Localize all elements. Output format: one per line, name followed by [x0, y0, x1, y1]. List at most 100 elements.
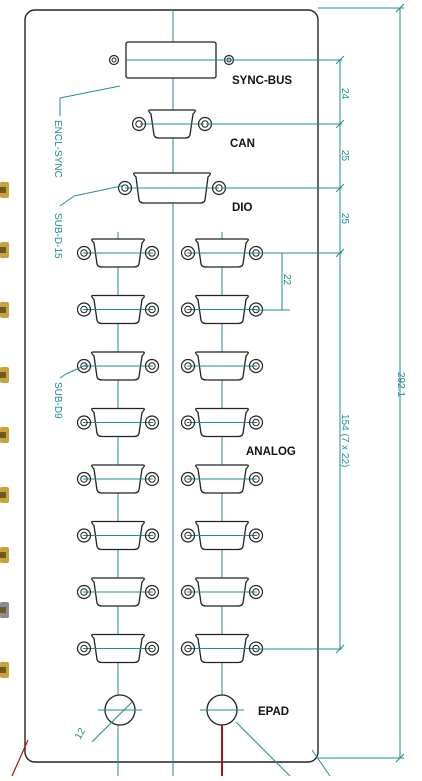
callout-encl-sync: ENCL-SYNC — [52, 120, 63, 178]
tick — [335, 644, 345, 654]
screw-inner — [184, 362, 192, 370]
panel-outline — [24, 9, 319, 763]
screw-outer — [144, 584, 160, 600]
photo-connector-pin — [0, 432, 6, 438]
analog-connector-right — [180, 407, 264, 438]
analog-connector-left — [76, 238, 160, 268]
analog-connector-left — [76, 577, 160, 607]
leader-sub-d-15-b — [59, 195, 75, 207]
sync-bus-connector — [108, 41, 235, 79]
dimension-lines — [59, 3, 405, 777]
leader-corner — [311, 749, 331, 777]
screw-inner — [252, 588, 260, 596]
analog-connector-right — [180, 464, 264, 494]
tick — [335, 248, 345, 258]
tick — [335, 119, 345, 129]
analog-connector-left — [76, 294, 160, 325]
photo-connector — [0, 662, 9, 678]
photo-connector-pin — [0, 492, 6, 498]
analog-connector-right — [180, 577, 264, 607]
screw-outer — [76, 415, 92, 430]
screw-outer — [180, 528, 196, 543]
screw-inner — [184, 305, 192, 314]
callout-sub-d-15: SUB-D-15 — [52, 213, 63, 259]
round-hole — [200, 694, 244, 726]
dim-25-a: 25 — [339, 150, 350, 162]
screw-outer — [180, 245, 196, 261]
dim-24: 24 — [339, 88, 350, 100]
analog-connector-right — [180, 520, 264, 551]
analog-connector-right — [180, 294, 264, 325]
screw-outer — [76, 471, 92, 487]
screw-outer — [180, 302, 196, 317]
label-analog: ANALOG — [246, 446, 296, 458]
screw-outer — [144, 245, 160, 261]
screw-inner — [148, 531, 156, 540]
screw-outer — [76, 358, 92, 374]
screw-outer — [248, 584, 264, 600]
screw-outer — [180, 471, 196, 487]
photo-connector-pin — [0, 372, 6, 378]
round-hole — [98, 694, 142, 726]
screw-outer — [76, 528, 92, 543]
screw-inner — [252, 531, 260, 540]
photo-connector — [0, 427, 9, 443]
label-can: CAN — [230, 138, 255, 150]
screw-outer — [144, 302, 160, 317]
screw-outer — [131, 116, 147, 132]
analog-connector-left — [76, 407, 160, 438]
tick — [395, 753, 405, 763]
analog-connector-left — [76, 351, 160, 381]
screw-inner — [148, 588, 156, 596]
screw-inner — [252, 418, 260, 427]
screw-outer — [180, 641, 196, 656]
dim-total-height: 292.1 — [395, 372, 406, 397]
screw-inner — [184, 531, 192, 540]
leader-epad — [235, 721, 291, 777]
photo-connector-pin — [0, 307, 6, 313]
screw-inner — [184, 588, 192, 596]
screw-inner — [148, 418, 156, 427]
side-photo-strip — [0, 182, 9, 678]
screw-inner — [148, 249, 156, 257]
screw-outer — [144, 528, 160, 543]
screw-inner — [252, 362, 260, 370]
photo-connector — [0, 367, 9, 383]
screw-outer — [76, 641, 92, 656]
screw-outer — [248, 415, 264, 430]
screw-outer — [144, 358, 160, 374]
can-connector — [131, 109, 213, 139]
screw-outer — [76, 302, 92, 317]
leader-sub-d9 — [65, 364, 87, 375]
screw-outer — [248, 358, 264, 374]
analog-connector-left — [76, 520, 160, 551]
photo-connector-pin — [0, 607, 6, 613]
screw-outer — [76, 584, 92, 600]
screw-inner — [111, 57, 117, 63]
leader-encl-sync — [59, 85, 121, 99]
tick — [335, 183, 345, 193]
dim-analog-span: 154 (7 x 22) — [339, 414, 350, 467]
analog-connector-right — [180, 633, 264, 664]
label-epad: EPAD — [258, 706, 289, 718]
dim-22: 22 — [281, 274, 292, 286]
analog-connector-right — [180, 238, 264, 268]
screw-inner — [184, 475, 192, 483]
screw-inner — [148, 644, 156, 653]
screw-inner — [184, 644, 192, 653]
screw-inner — [80, 588, 88, 596]
screw-inner — [184, 249, 192, 257]
callout-sub-d9: SUB-D9 — [52, 382, 63, 419]
screw-outer — [117, 180, 133, 196]
analog-connector-left — [76, 464, 160, 494]
screw-outer — [144, 415, 160, 430]
dim-25-b: 25 — [339, 213, 350, 225]
screw-inner — [80, 418, 88, 427]
tick — [335, 55, 345, 65]
analog-connector-right — [180, 351, 264, 381]
screw-inner — [148, 362, 156, 370]
screw-inner — [80, 644, 88, 653]
screw-inner — [148, 305, 156, 314]
screw-outer — [108, 54, 120, 66]
